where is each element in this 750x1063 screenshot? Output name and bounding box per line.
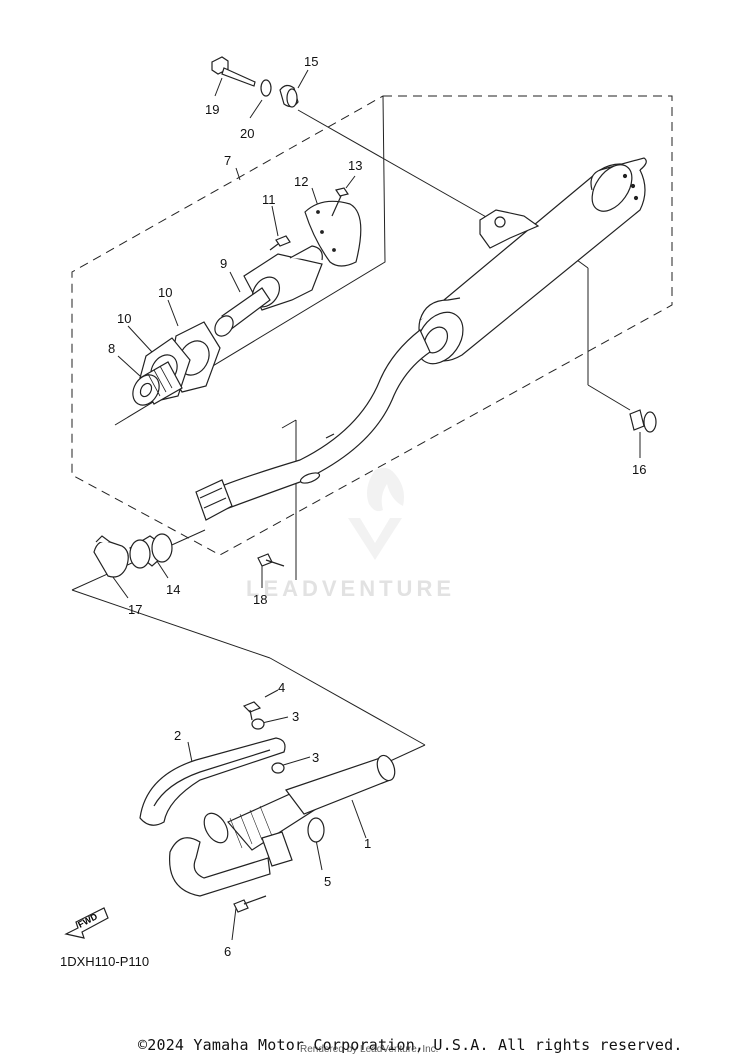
callout-10-rear: 10 <box>158 285 172 300</box>
callout-12: 12 <box>294 174 308 189</box>
callout-18: 18 <box>253 592 267 607</box>
spark-arrester-part-9 <box>214 245 323 337</box>
washer-part-3-upper <box>251 718 265 730</box>
watermark-text: LEADVENTURE <box>246 576 455 601</box>
bolt-part-19 <box>211 56 256 87</box>
gasket-part-14 <box>128 533 173 569</box>
bolt-part-11 <box>269 235 291 251</box>
exhaust-header-part-1 <box>168 754 396 897</box>
heat-protector-part-2 <box>139 737 286 826</box>
end-cap-part-12 <box>304 200 362 267</box>
exhaust-mid-pipe <box>195 329 431 521</box>
callout-3-upper: 3 <box>292 709 299 724</box>
callout-15: 15 <box>304 54 318 69</box>
callout-6: 6 <box>224 944 231 959</box>
callout-2: 2 <box>174 728 181 743</box>
callout-7: 7 <box>224 153 231 168</box>
grommet-part-15 <box>279 84 299 108</box>
screen-part-8 <box>132 361 183 406</box>
bolt-part-4 <box>242 701 262 721</box>
callout-11: 11 <box>262 192 276 207</box>
diagram-code: 1DXH110-P110 <box>60 954 150 969</box>
callout-8: 8 <box>108 341 115 356</box>
render-note: Rendered by LeadVenture, Inc. <box>300 1044 439 1055</box>
callout-5: 5 <box>324 874 331 889</box>
callout-14: 14 <box>166 582 180 597</box>
washer-part-20 <box>260 79 272 97</box>
callout-19: 19 <box>205 102 219 117</box>
bolt-part-16 <box>629 409 657 433</box>
watermark-logo <box>348 467 404 560</box>
callout-3-lower: 3 <box>312 750 319 765</box>
fwd-arrow-icon: FWD <box>64 907 109 939</box>
clamp-part-17 <box>93 535 129 578</box>
assembly-dashed-box <box>71 95 673 556</box>
screw-part-13 <box>331 187 349 217</box>
callout-9: 9 <box>220 256 227 271</box>
callout-20: 20 <box>240 126 254 141</box>
callout-16: 16 <box>632 462 646 477</box>
copyright-text: ©2024 Yamaha Motor Corporation, U.S.A. A… <box>138 1036 683 1054</box>
callout-17: 17 <box>128 602 142 617</box>
callout-1: 1 <box>364 836 371 851</box>
callout-13: 13 <box>348 158 362 173</box>
bolt-part-6 <box>233 895 267 913</box>
callout-10-front: 10 <box>117 311 131 326</box>
gasket-part-5 <box>307 817 325 843</box>
muffler-silencer <box>416 157 647 365</box>
washer-part-3-lower <box>271 762 285 774</box>
callout-4: 4 <box>278 680 285 695</box>
bolt-part-18 <box>257 553 285 567</box>
